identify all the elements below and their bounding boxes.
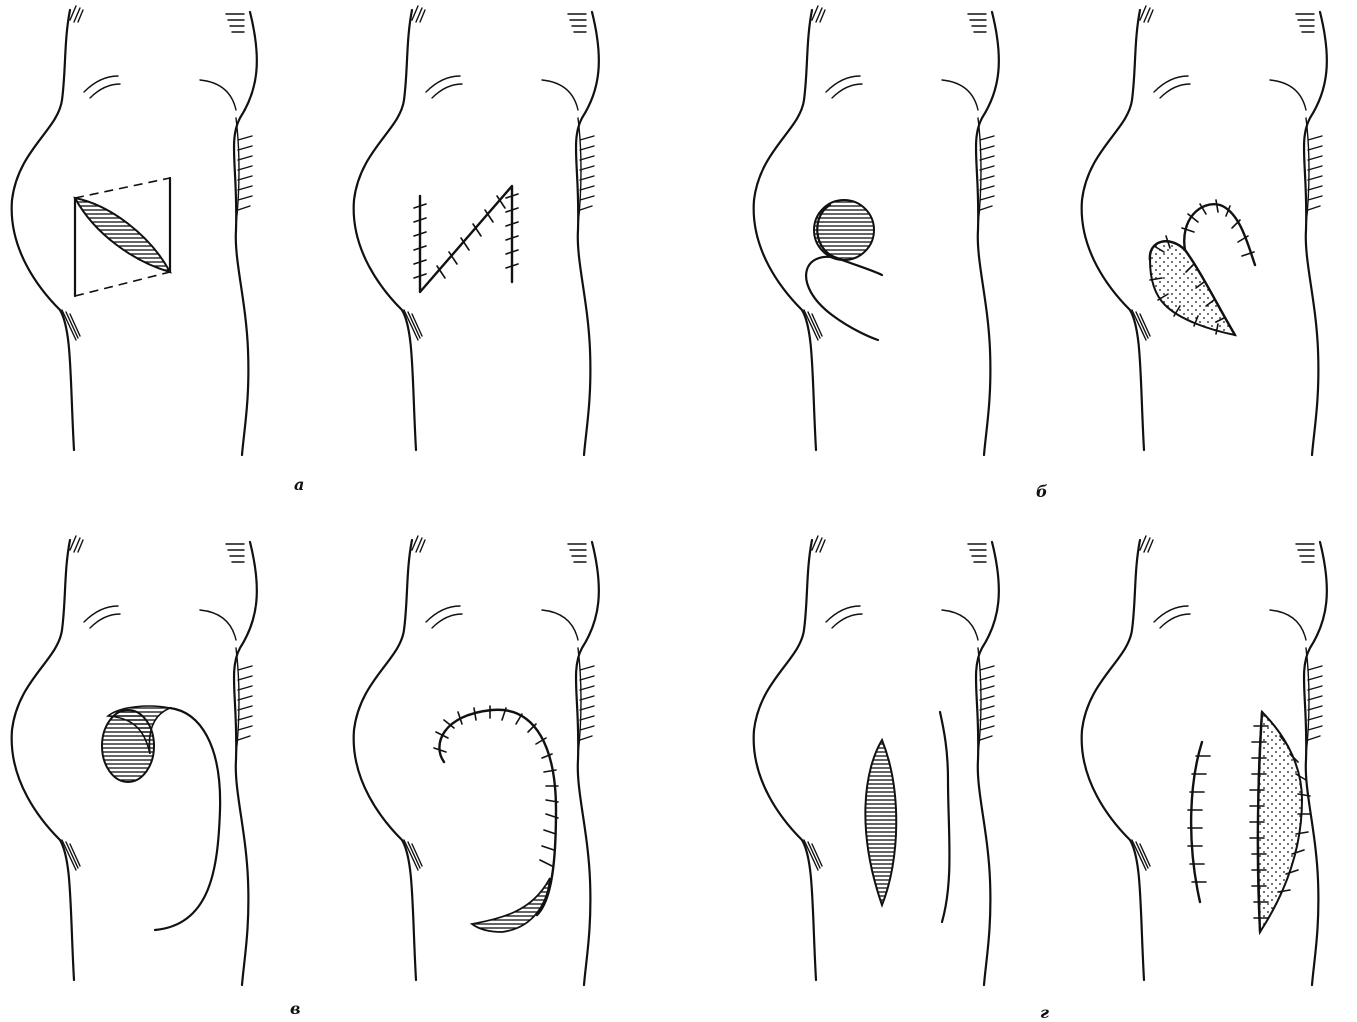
panel-b-right-figure	[1082, 6, 1327, 455]
panel-label-a: а	[294, 475, 304, 494]
panel-v-left-figure	[12, 536, 257, 985]
panel-v-right-figure	[354, 536, 599, 985]
panel-g-right-figure	[1082, 536, 1327, 985]
panel-label-g: г	[1040, 1003, 1049, 1022]
panel-a-right-figure	[354, 6, 599, 455]
panel-g-left-figure	[754, 536, 999, 985]
panel-label-b: б	[1036, 482, 1048, 501]
panel-b-left-figure	[754, 6, 999, 455]
panel-label-v: в	[290, 999, 301, 1018]
panel-a-left-figure	[12, 6, 257, 455]
